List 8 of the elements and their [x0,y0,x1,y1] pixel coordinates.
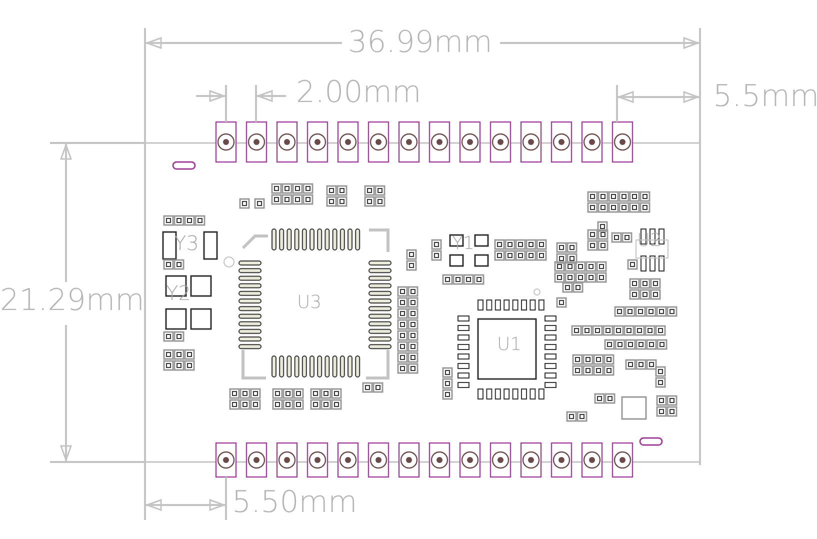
dimension-label: 5.5mm [713,82,817,112]
component-designator: U3 [297,294,322,312]
dimension-label: 2.00mm [296,78,422,108]
dimension-label: 36.99mm [348,28,492,58]
dimension-label: 5.50mm [232,488,358,518]
component-designator: Y1 [452,235,474,253]
component-designator: U1 [497,336,522,354]
dimension-label: 21.29mm [0,286,144,316]
